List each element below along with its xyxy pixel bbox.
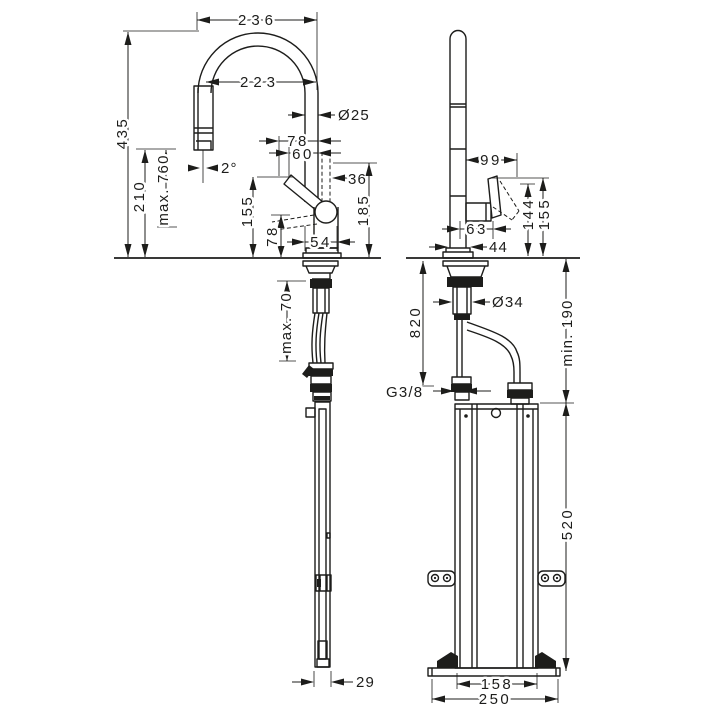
dim-mounting-thickness: max. 70: [278, 292, 295, 354]
dim-outlet-height: 185: [355, 194, 372, 227]
fitting-band-2: [310, 384, 332, 392]
rail-clip-block: [317, 579, 321, 587]
front-view-figure: [114, 32, 381, 668]
dim-handle-offset-a: 78: [287, 133, 309, 150]
rail-top-tab: [305, 407, 316, 418]
handle-lever-down-dashed: [271, 214, 318, 231]
dim-handle-depth: 63: [466, 221, 488, 238]
dim-handle-offset-b: 60: [292, 146, 314, 163]
rail-mark: [326, 532, 331, 539]
spout-downtube: [304, 93, 319, 202]
dim-min-clearance: min. 190: [559, 299, 576, 366]
bracket-screw-right: [526, 414, 530, 418]
dim-spout-arc-width: 223: [240, 74, 280, 91]
pipe-base-side: [442, 247, 474, 259]
mounting-nut-front: [310, 279, 332, 288]
bracket-clip-left: [427, 570, 456, 587]
dim-spout-diameter: Ø25: [338, 107, 370, 124]
dim-shank-diameter: Ø34: [492, 294, 524, 311]
dim-spout-reach: 236: [238, 12, 278, 29]
side-view-figure: [406, 29, 580, 677]
spray-head: [193, 85, 214, 151]
bracket-foot-right: [535, 652, 556, 668]
dim-handle-height-max: 155: [536, 198, 553, 231]
dim-total-height: 435: [114, 117, 131, 150]
dim-body-width: 54: [310, 234, 332, 251]
dim-handle-height-min: 144: [520, 198, 537, 231]
hose-fitting-left-band: [451, 384, 472, 392]
dim-bracket-foot-width: 158: [481, 676, 514, 693]
supply-hoses-front: [311, 312, 328, 364]
bracket-box: [454, 403, 539, 669]
fitting-band-3: [314, 396, 330, 400]
dim-hose-length: 820: [407, 306, 424, 339]
dim-base-plate-width: 250: [479, 691, 512, 708]
curved-hose-side: [466, 321, 521, 383]
dim-handle-down-height: 78: [264, 225, 281, 247]
install-rail: [314, 401, 331, 668]
shank-band: [454, 314, 470, 320]
hose-fitting-right-band: [507, 390, 533, 398]
base-plate: [427, 667, 561, 677]
dim-handle-reach: 99: [480, 152, 502, 169]
handle-swing-dashed: [492, 180, 520, 221]
pipe-joints: [450, 103, 466, 197]
handle-mount-side: [465, 202, 492, 222]
dim-thread-size: G3/8: [386, 384, 423, 401]
dim-spout-height: 210: [131, 180, 148, 213]
dim-swivel-angle: 2°: [221, 160, 238, 177]
hidden-hose-dashed: [321, 152, 331, 201]
spout-outer-arc: [197, 32, 319, 94]
bracket-clip-right: [537, 570, 566, 587]
dim-hose-offset: 36: [348, 171, 367, 188]
spout-inner-arc: [210, 45, 306, 94]
bracket-screw-left: [464, 414, 468, 418]
bracket-rails: [459, 404, 534, 668]
dim-body-depth: 44: [489, 239, 508, 256]
handle-joint: [314, 200, 338, 224]
bracket-hole: [490, 407, 502, 419]
dim-handle-height: 155: [239, 195, 256, 228]
pipe-side: [449, 29, 467, 248]
shank-front: [312, 287, 330, 314]
fitting-band-1: [308, 369, 333, 376]
mounting-nut-side: [447, 277, 483, 287]
dim-rail-width: 29: [356, 674, 375, 691]
bracket-foot-left: [437, 652, 458, 668]
rail-foot: [316, 640, 330, 668]
dim-bracket-height: 520: [559, 508, 576, 541]
hose-fittings-front: [308, 362, 334, 402]
front-view-dimensions: 236 223 Ø25 435 210 max. 760 2° 78: [112, 10, 377, 694]
handle-lever-side: [487, 175, 502, 219]
straight-hose-side: [456, 320, 463, 377]
escutcheon-side: [442, 260, 489, 278]
escutcheon-front: [302, 260, 339, 280]
shank-side: [452, 286, 472, 315]
dim-hose-pull-out: max. 760: [155, 154, 172, 225]
side-view-dimensions: 99 144 155 63 44 Ø34 820 G3/8: [384, 150, 579, 711]
